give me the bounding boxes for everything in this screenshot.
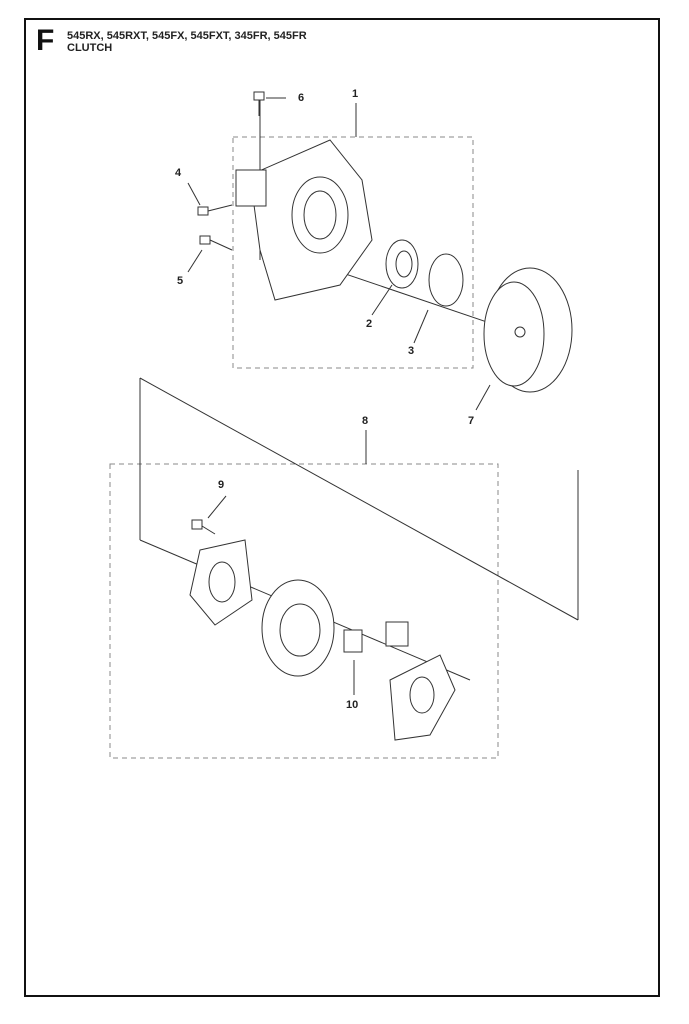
page-frame [24,18,660,997]
callout-6: 6 [298,92,305,104]
section-letter: F [36,24,55,57]
screw-5 [199,235,233,251]
callout-3: 3 [408,345,415,357]
screw-6 [253,91,265,116]
model-list: 545RX, 545RXT, 545FX, 545FXT, 345FR, 545… [67,30,307,42]
group-box-1 [232,136,474,369]
group-box-8 [109,463,499,759]
callout-2: 2 [366,318,373,330]
callout-9: 9 [218,479,225,491]
screw-4 [197,204,233,216]
callout-10: 10 [346,699,359,711]
callout-5: 5 [177,275,184,287]
clutch-plate [189,539,253,626]
clutch-housing [235,139,373,301]
clutch-drum [483,267,573,393]
circlip [428,253,464,307]
callout-8: 8 [362,415,369,427]
clutch-shoes [261,579,335,677]
callout-7: 7 [468,415,475,427]
bushing [385,621,409,647]
diagram-title: CLUTCH [67,42,113,54]
clutch-hub [389,654,456,741]
callout-4: 4 [175,167,182,179]
spring-10 [343,629,363,653]
bolt-9 [191,519,216,535]
bearing [385,239,419,289]
callout-1: 1 [352,88,359,100]
